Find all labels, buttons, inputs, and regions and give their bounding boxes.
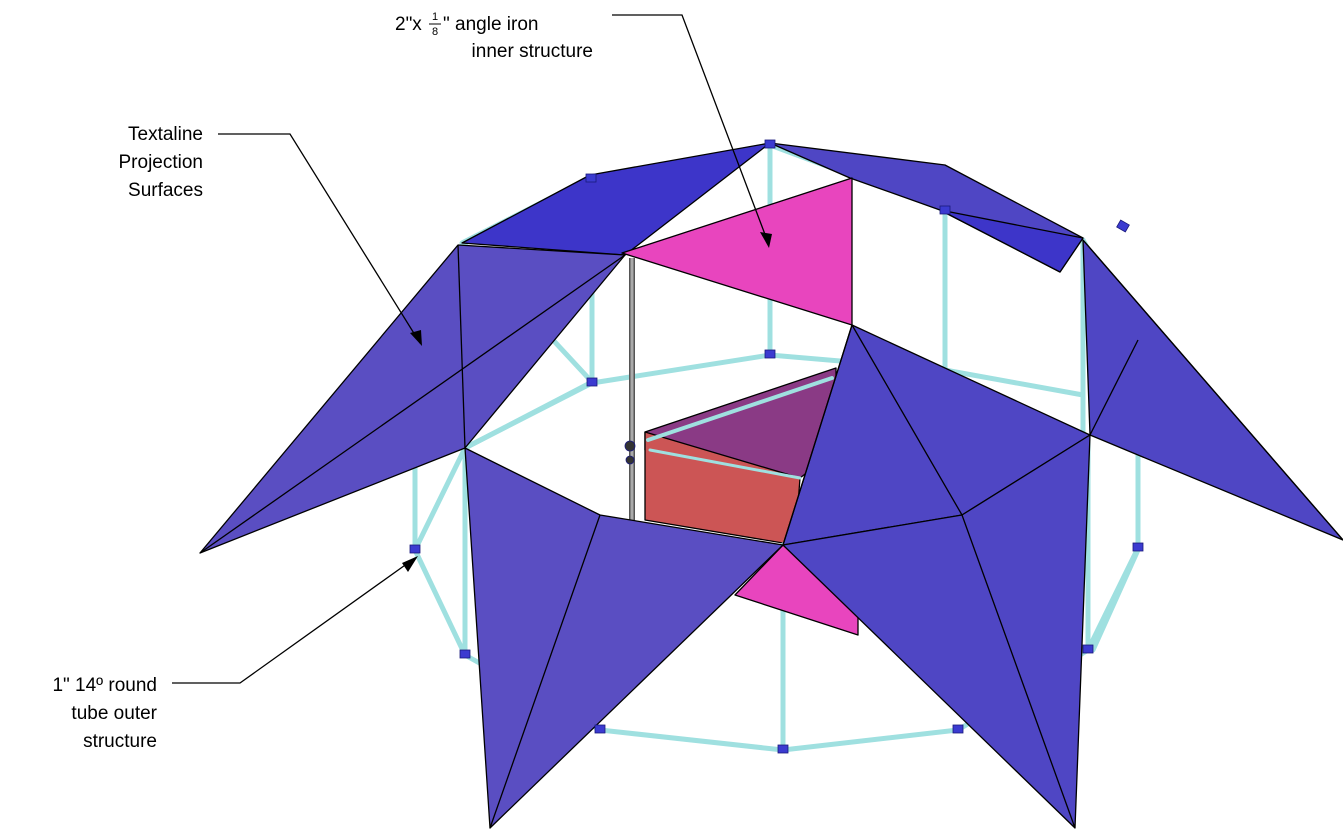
- label-projection-line1: Textaline: [128, 124, 203, 145]
- label-tube-line2: tube outer: [71, 703, 157, 724]
- label-tube-line1: 1" 14º round: [52, 675, 157, 696]
- label-projection-line2: Projection: [119, 152, 204, 173]
- label-angle-iron-line2: inner structure: [472, 41, 593, 62]
- label-angle-iron-suffix: " angle iron: [443, 14, 538, 35]
- angle-iron-pink-panel: [621, 177, 853, 326]
- label-tube-line3: structure: [83, 731, 157, 752]
- label-angle-iron-frac-num: 1: [432, 11, 438, 23]
- label-angle-iron-prefix: 2"x: [395, 14, 422, 35]
- label-angle-iron: 2"x 1 8 " angle iron inner structure: [395, 11, 593, 62]
- projection-surfaces-back: [461, 142, 1084, 273]
- label-projection-surfaces: Textaline Projection Surfaces: [119, 124, 204, 201]
- label-angle-iron-frac-den: 8: [432, 26, 438, 38]
- tube-joints: [409, 139, 1144, 754]
- label-tube-structure: 1" 14º round tube outer structure: [52, 675, 157, 752]
- projection-surfaces-front: [199, 239, 1343, 829]
- callout-leaders: [172, 14, 772, 684]
- label-projection-line3: Surfaces: [128, 180, 203, 201]
